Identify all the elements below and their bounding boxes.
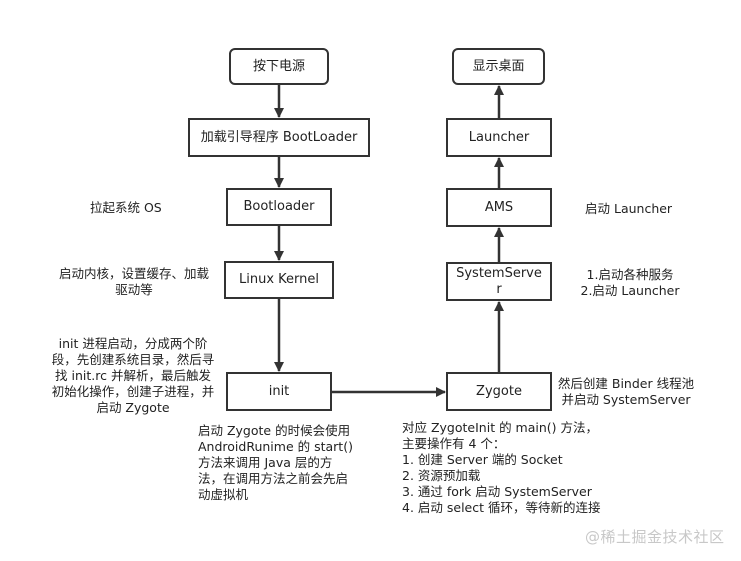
node-label: init [268, 383, 290, 399]
node-system-server: SystemServe r [446, 262, 552, 301]
watermark: @稀土掘金技术社区 [585, 528, 725, 546]
node-label: SystemServe r [456, 265, 542, 297]
node-label: 显示桌面 [472, 58, 525, 74]
note-init-bottom: 启动 Zygote 的时候会使用 AndroidRunime 的 start()… [198, 423, 353, 502]
node-label: Bootloader [243, 199, 315, 214]
note-kernel: 启动内核，设置缓存、加载 驱动等 [58, 266, 209, 297]
note-zygote-bottom: 对应 ZygoteInit 的 main() 方法， 主要操作有 4 个： 1.… [402, 420, 601, 515]
node-label: Zygote [476, 383, 522, 399]
node-load-bootloader: 加载引导程序 BootLoader [188, 118, 370, 157]
node-label: AMS [484, 199, 514, 215]
node-label: Launcher [468, 129, 530, 145]
note-bootloader: 拉起系统 OS [90, 200, 162, 215]
note-system-server: 1.启动各种服务 2.启动 Launcher [580, 267, 680, 298]
node-linux-kernel: Linux Kernel [224, 261, 334, 299]
node-launcher: Launcher [446, 118, 552, 157]
node-init: init [226, 372, 332, 411]
node-zygote: Zygote [446, 372, 552, 411]
note-init: init 进程启动，分成两个阶 段，先创建系统目录，然后寻 找 init.rc … [51, 336, 215, 415]
node-label: Linux Kernel [239, 272, 319, 287]
note-ams: 启动 Launcher [585, 201, 673, 216]
node-label: 按下电源 [252, 58, 305, 74]
node-ams: AMS [446, 188, 552, 227]
node-power-on: 按下电源 [229, 48, 329, 85]
node-show-desktop: 显示桌面 [452, 48, 545, 85]
note-zygote: 然后创建 Binder 线程池 并启动 SystemServer [557, 376, 695, 407]
node-label: 加载引导程序 BootLoader [200, 129, 358, 145]
node-bootloader: Bootloader [226, 188, 332, 226]
